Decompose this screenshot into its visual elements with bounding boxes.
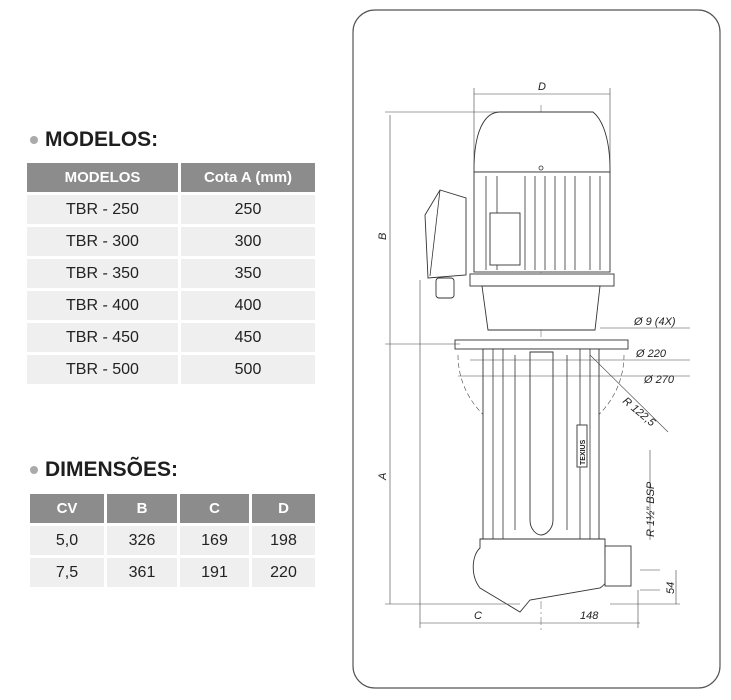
motor-fins [485,176,601,270]
cell-cota: 500 [181,355,315,384]
outlet-nozzle [604,545,632,587]
dim-label-220: Ø 220 [635,348,667,360]
cell-cota: 250 [181,195,315,224]
dimensoes-heading: DIMENSÕES: [30,458,178,482]
cell: 191 [180,558,249,587]
bullet-icon [30,466,38,474]
column-tubes [492,349,591,539]
screw-icon [538,165,544,171]
cell-cota: 400 [181,291,315,320]
terminal-box [424,189,467,279]
cell-cota: 300 [181,227,315,256]
cell-cota: 450 [181,323,315,352]
cell-cota: 350 [181,259,315,288]
motor-flange [469,273,615,287]
col-header-d: D [252,494,315,523]
mounting-flange [454,339,629,350]
brand-label: TEXIUS [580,439,587,465]
dim-label-holes: Ø 9 (4X) [633,316,676,328]
dim-label-a: A [377,473,389,481]
cell-model: TBR - 300 [27,227,178,256]
col-header-b: B [107,494,177,523]
cell: 220 [252,558,315,587]
nameplate [489,212,521,266]
cell: 198 [252,526,315,555]
dimension-lines [385,88,690,628]
cell: 5,0 [30,526,104,555]
shaft [529,351,554,536]
dim-label-bsp: R 1½" BSP [645,481,657,537]
dim-label-270: Ø 270 [643,374,675,386]
brand-plate [576,424,588,468]
cable-gland [435,277,455,299]
cell-model: TBR - 500 [27,355,178,384]
dim-label-148: 148 [580,610,599,622]
col-header-modelos: MODELOS [27,163,178,192]
cell-model: TBR - 450 [27,323,178,352]
cell-model: TBR - 350 [27,259,178,288]
dim-label-d: D [538,81,546,93]
dim-label-c: C [474,610,482,622]
cell: 169 [180,526,249,555]
pump-volute [472,538,611,613]
cell-model: TBR - 400 [27,291,178,320]
col-header-c: C [180,494,249,523]
bullet-icon [30,136,38,144]
dim-label-radius: R 122,5 [620,395,658,430]
cell: 326 [107,526,177,555]
motor-fan-cover [473,111,611,173]
dim-label-54: 54 [665,582,677,594]
cell: 7,5 [30,558,104,587]
modelos-heading: MODELOS: [30,128,158,152]
col-header-cota-a: Cota A (mm) [181,163,315,192]
dim-label-b: B [377,233,389,240]
drawing-frame [352,9,721,689]
cell-model: TBR - 250 [27,195,178,224]
col-header-cv: CV [30,494,104,523]
lantern-bell [481,285,601,331]
cell: 361 [107,558,177,587]
